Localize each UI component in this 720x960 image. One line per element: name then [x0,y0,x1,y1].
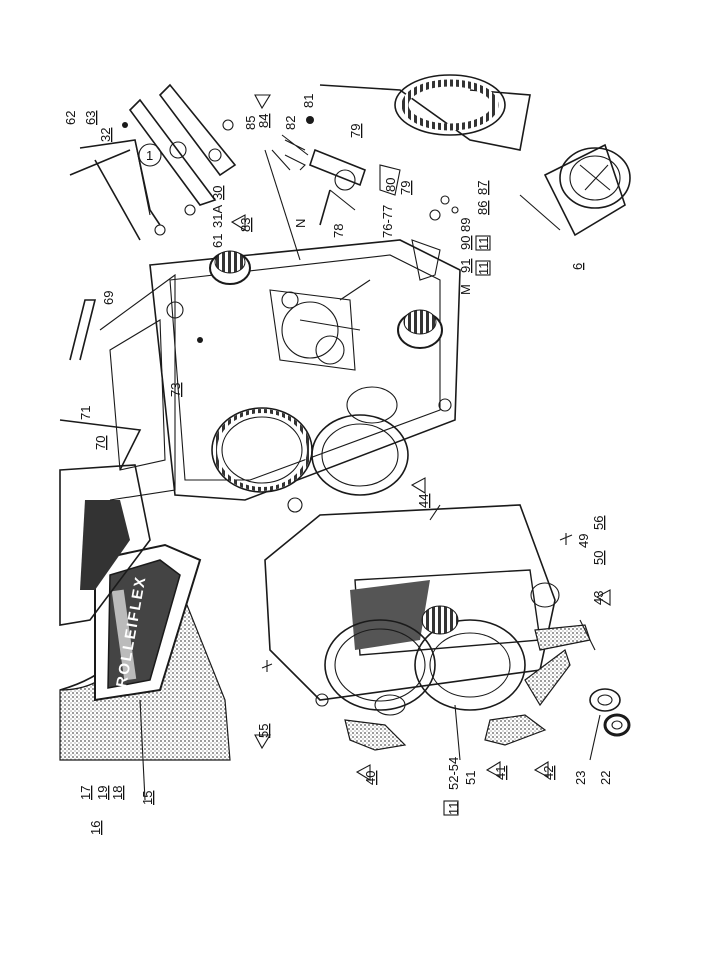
callout-N: N [293,219,308,228]
lever-assembly-30-32: 1 [128,83,237,216]
callout-79b: 79 [398,181,413,195]
small-levers-80-91 [379,164,459,281]
callout-51: 51 [463,771,478,785]
callout-71: 71 [78,406,93,420]
screws [261,533,573,672]
camera-body [99,239,461,513]
lever-assembly-62-63 [69,122,166,241]
callout-labels: 62 63 32 85 84 82 81 79 79 80 30 31A 61 … [63,94,613,835]
callout-52-54: 52-54 [446,757,461,790]
callout-49: 49 [576,534,591,548]
callout-56: 56 [591,516,606,530]
wind-knob [397,309,443,349]
callout-91: 91 [458,259,473,273]
callout-89: 89 [458,218,473,232]
callout-16: 16 [88,821,103,835]
callout-23: 23 [573,771,588,785]
callout-86: 86 [475,201,490,215]
taking-lens [211,407,313,493]
callout-76-77: 76-77 [380,205,395,238]
callout-90: 90 [458,236,473,250]
callout-6: 6 [570,263,585,270]
shutter-mechanism [269,279,371,371]
callout-50: 50 [591,551,606,565]
front-panel [264,504,560,716]
callout-81: 81 [301,94,316,108]
callout-62: 62 [63,111,78,125]
callout-22: 22 [598,771,613,785]
callout-18: 18 [110,786,125,800]
callout-11c: 11 [446,802,461,816]
shutter-lever-76-77 [271,116,366,226]
callout-69: 69 [101,291,116,305]
callout-87: 87 [475,181,490,195]
callout-32: 32 [98,128,113,142]
focus-knob [209,250,251,285]
callout-73: 73 [168,383,183,397]
callout-78: 78 [331,224,346,238]
circled-marker: 1 [146,148,153,163]
viewing-lens [311,386,409,496]
callout-63: 63 [83,111,98,125]
nameplate-housing: ROLLEIFLEX [94,543,202,702]
callout-19: 19 [95,786,110,800]
callout-70: 70 [93,436,108,450]
callout-17: 17 [78,786,93,800]
callout-55: 55 [256,724,271,738]
side-rail [59,299,151,626]
callout-82: 82 [283,116,298,130]
callout-85: 85 [243,116,258,130]
shutter-blade-41 [484,714,547,746]
callout-11b: 11 [476,262,491,276]
leader-lines [134,139,601,801]
shutter-blade-42 [524,624,591,707]
callout-M: M [458,284,473,295]
shutter-blade-40 [344,719,407,751]
callout-79a: 79 [348,124,363,138]
callout-15: 15 [140,791,155,805]
reference-markers [230,94,611,816]
callout-80: 80 [383,178,398,192]
callout-44: 44 [416,494,431,508]
callout-61: 61 [210,234,225,248]
callout-84: 84 [256,114,271,128]
callout-11a: 11 [476,237,491,251]
film-transport-gear [319,74,531,151]
callout-30: 30 [210,186,225,200]
washers-22-23 [589,688,631,737]
callout-31A: 31A [210,205,225,228]
counter-dial-6 [543,143,631,237]
